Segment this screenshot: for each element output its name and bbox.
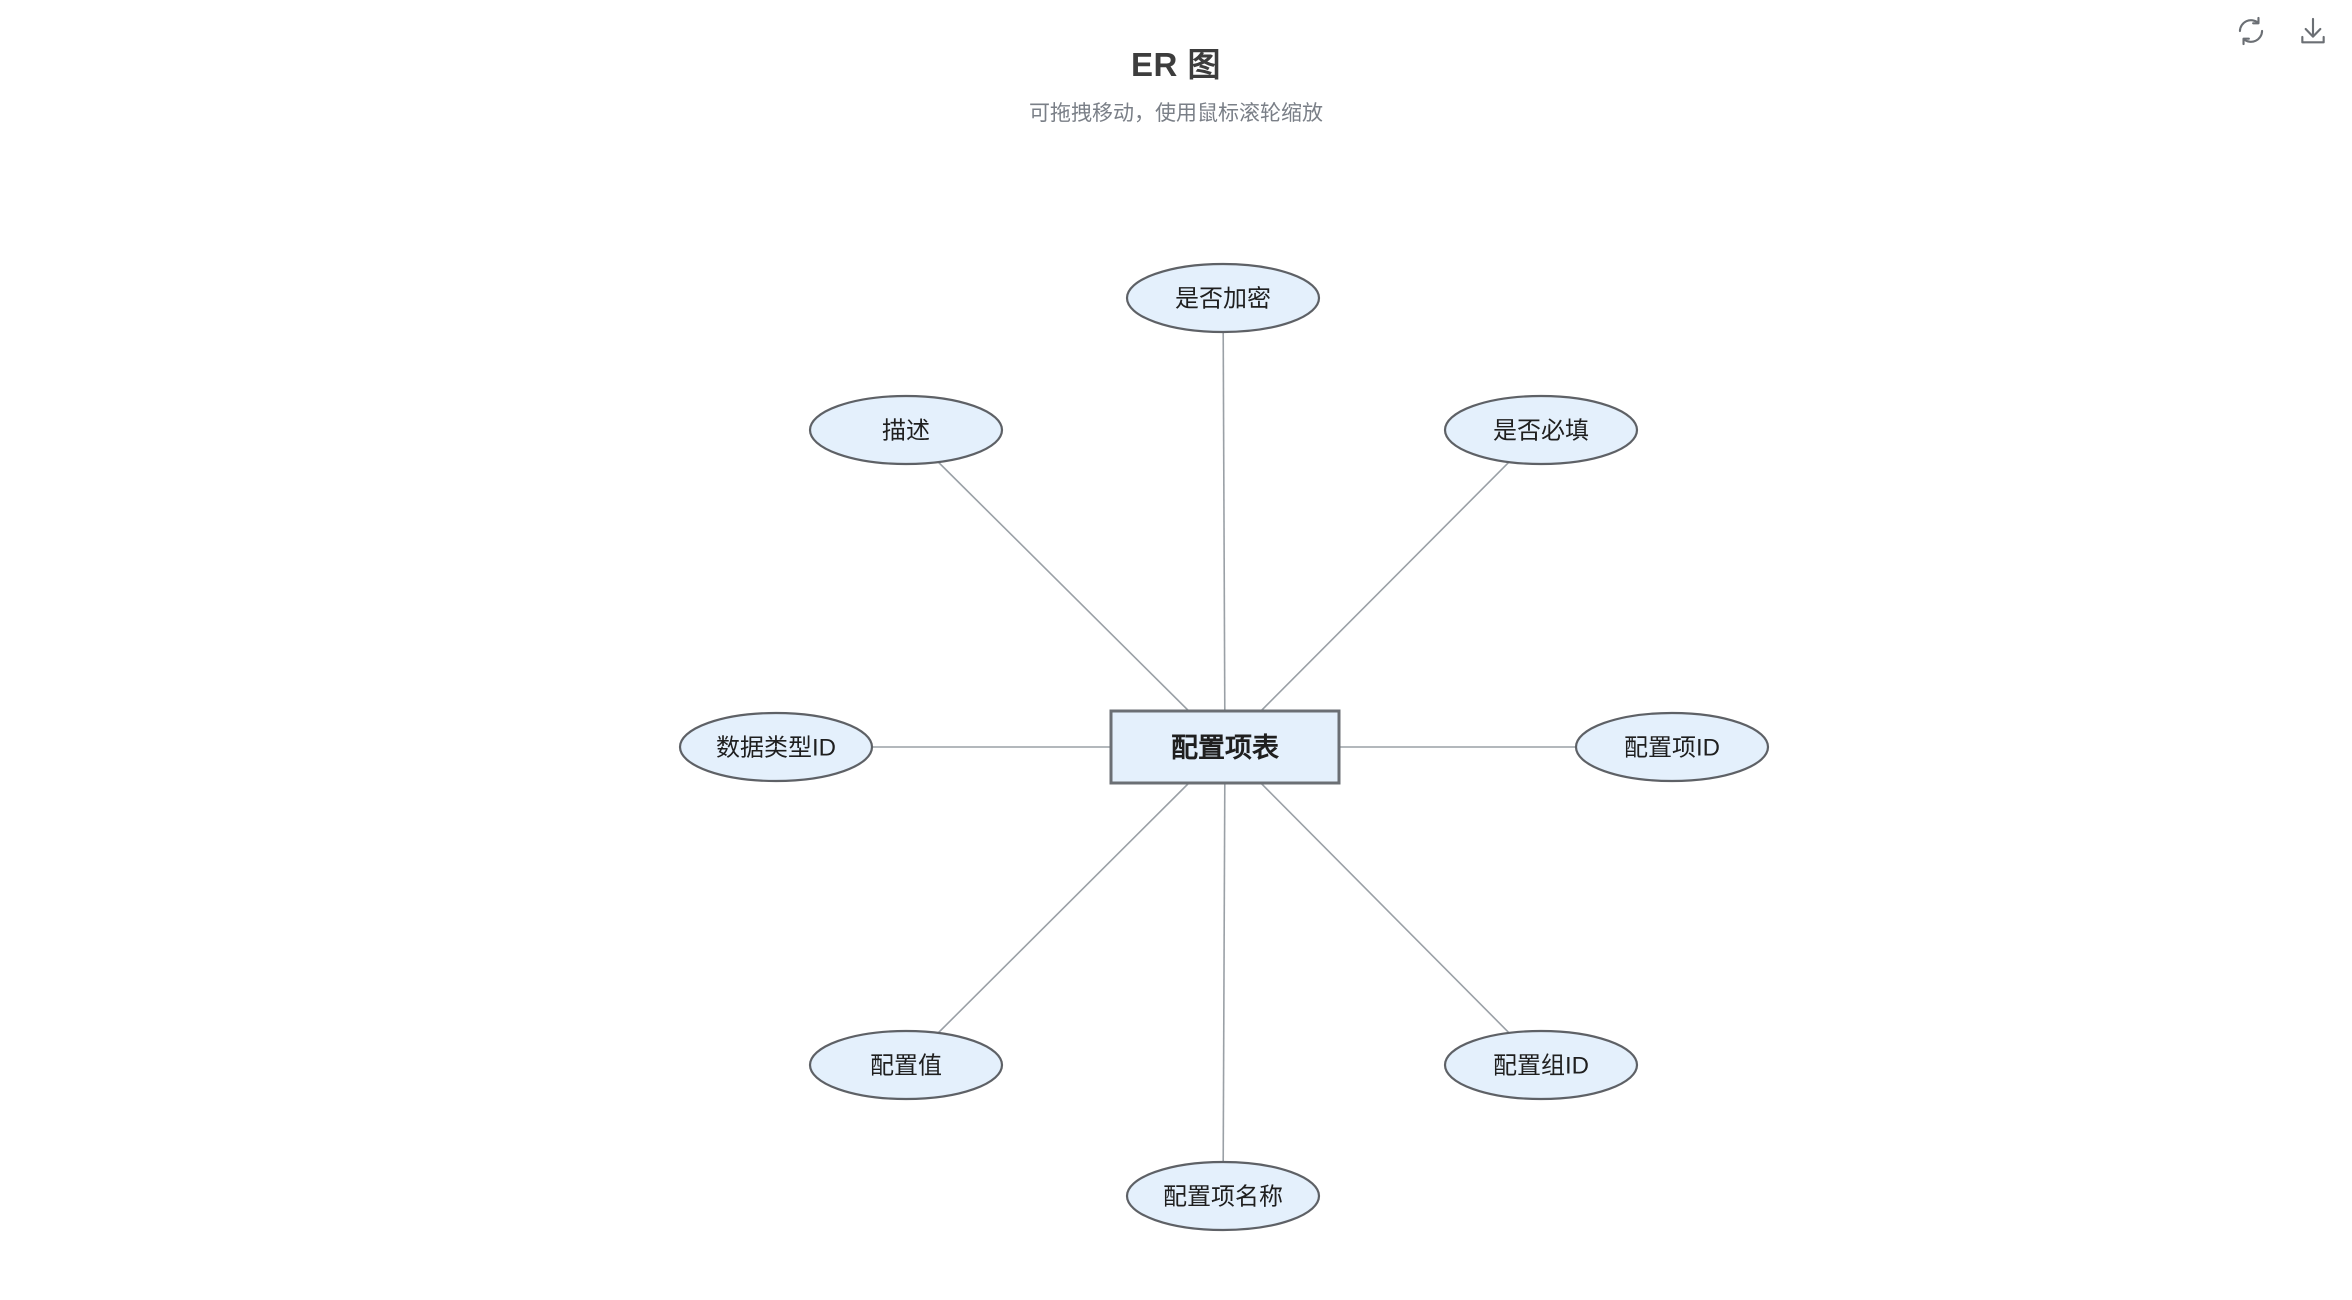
edge-1	[937, 461, 1190, 712]
entity-label: 配置项表	[1171, 733, 1279, 763]
edge-6	[1260, 782, 1510, 1034]
entity-shape	[1109, 709, 1341, 785]
attribute-shape	[1574, 711, 1770, 783]
attribute-node[interactable]: 是否必填	[1443, 394, 1639, 466]
attribute-node[interactable]: 配置组ID	[1443, 1029, 1639, 1101]
edge-7	[1222, 782, 1226, 1163]
attribute-label: 配置值	[870, 1053, 942, 1080]
attribute-shape	[1443, 1029, 1639, 1101]
edge-0	[1222, 331, 1226, 712]
page-subtitle: 可拖拽移动，使用鼠标滚轮缩放	[1029, 102, 1323, 125]
attribute-shape	[808, 1029, 1004, 1101]
attribute-node[interactable]: 配置项名称	[1125, 1160, 1321, 1232]
attribute-shape	[1443, 394, 1639, 466]
attribute-shape	[1125, 1160, 1321, 1232]
edge-2	[1260, 461, 1510, 712]
attribute-shape	[808, 394, 1004, 466]
download-button[interactable]	[2296, 14, 2330, 48]
attribute-shape	[678, 711, 874, 783]
attribute-label: 配置组ID	[1493, 1053, 1589, 1080]
attribute-label: 配置项ID	[1624, 735, 1720, 762]
entity-node[interactable]: 配置项表	[1109, 709, 1341, 785]
attribute-node[interactable]: 配置项ID	[1574, 711, 1770, 783]
attribute-node[interactable]: 数据类型ID	[678, 711, 874, 783]
refresh-icon	[2235, 15, 2267, 47]
attribute-label: 描述	[882, 418, 930, 445]
attribute-shape	[1125, 262, 1321, 334]
reset-view-button[interactable]	[2234, 14, 2268, 48]
diagram-toolbar	[2234, 14, 2330, 48]
attribute-node[interactable]: 描述	[808, 394, 1004, 466]
page-title: ER 图	[1130, 46, 1221, 83]
attribute-label: 配置项名称	[1163, 1184, 1283, 1211]
edge-5	[937, 782, 1190, 1034]
page-header: ER 图 可拖拽移动，使用鼠标滚轮缩放	[0, 0, 2352, 140]
attribute-label: 数据类型ID	[716, 735, 836, 762]
diagram-canvas[interactable]: 是否加密描述 是否必填数据类型ID 配置项ID 配置值 配置组ID 配置项名称 配置项表	[0, 140, 2352, 1300]
attribute-node[interactable]: 是否加密	[1125, 262, 1321, 334]
attribute-label: 是否必填	[1493, 418, 1589, 445]
attribute-label: 是否加密	[1175, 286, 1271, 313]
download-icon	[2297, 15, 2329, 47]
attribute-node[interactable]: 配置值	[808, 1029, 1004, 1101]
edge-layer	[872, 331, 1576, 1163]
